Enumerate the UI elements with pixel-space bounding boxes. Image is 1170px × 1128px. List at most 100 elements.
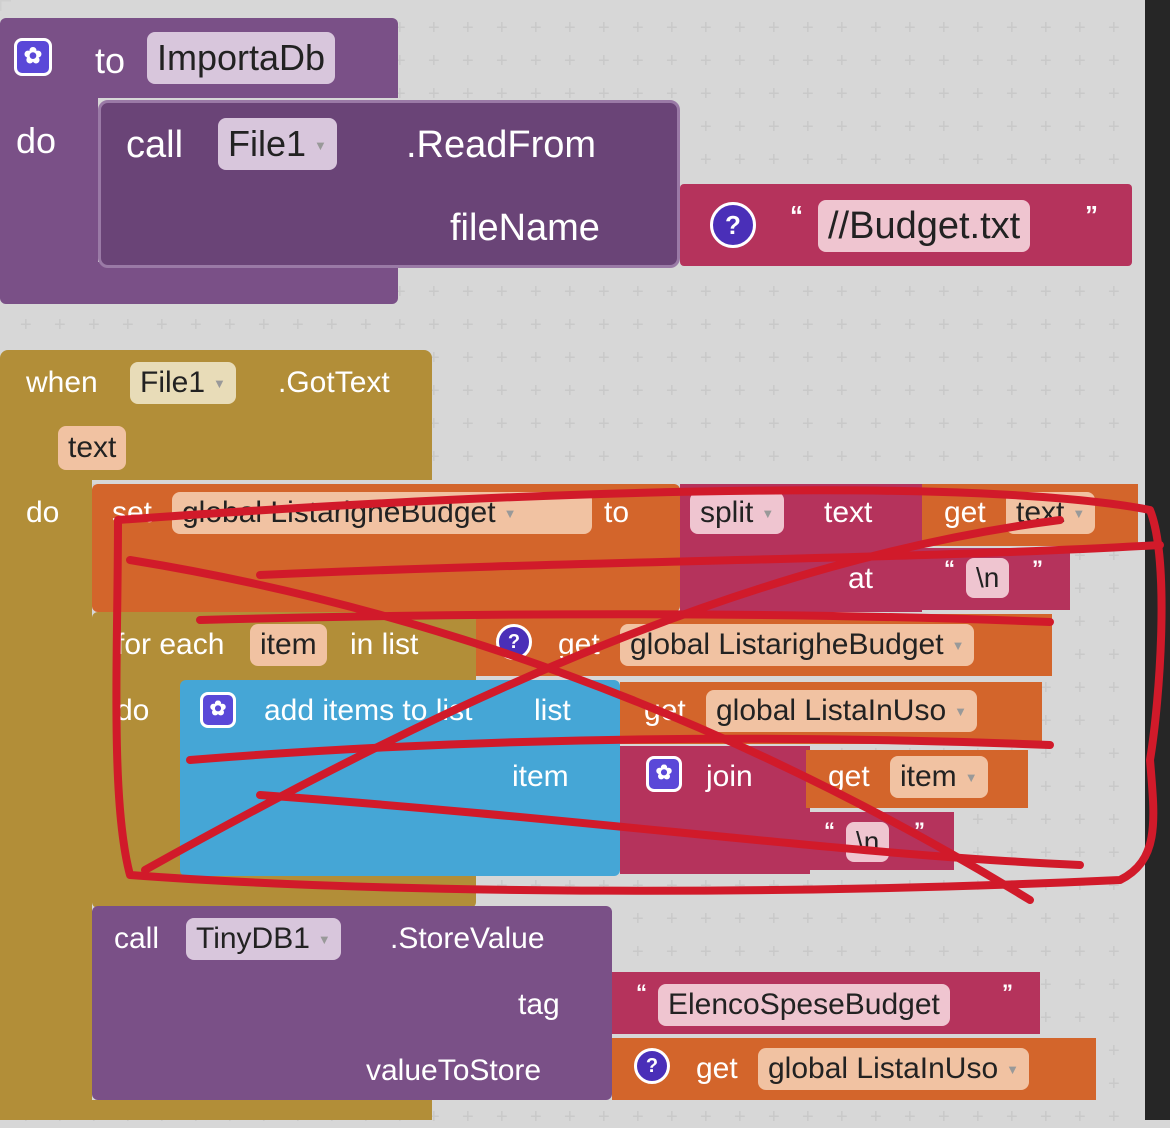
- grid-plus-mark: +: [564, 446, 576, 468]
- grid-plus-mark: +: [870, 875, 882, 897]
- grid-plus-mark: +: [360, 314, 372, 336]
- grid-plus-mark: +: [428, 281, 440, 303]
- at-string-field[interactable]: \n: [966, 558, 1010, 598]
- grid-plus-mark: +: [1040, 281, 1052, 303]
- value-variable-dropdown[interactable]: global ListaInUso▼: [758, 1048, 1030, 1090]
- tag-string-field[interactable]: ElencoSpeseBudget: [658, 984, 950, 1026]
- gear-icon[interactable]: ✿: [14, 38, 52, 76]
- grid-plus-mark: +: [462, 446, 474, 468]
- grid-plus-mark: +: [768, 446, 780, 468]
- grid-plus-mark: +: [1108, 1007, 1120, 1029]
- grid-plus-mark: +: [700, 83, 712, 105]
- grid-plus-mark: +: [1006, 875, 1018, 897]
- grid-plus-mark: +: [768, 1106, 780, 1128]
- grid-plus-mark: +: [496, 314, 508, 336]
- grid-plus-mark: +: [1108, 149, 1120, 171]
- get-item-dropdown[interactable]: item▼: [890, 756, 988, 798]
- grid-plus-mark: +: [938, 149, 950, 171]
- help-icon[interactable]: ?: [710, 202, 756, 248]
- grid-plus-mark: +: [904, 1106, 916, 1128]
- grid-plus-mark: +: [496, 875, 508, 897]
- component-dropdown[interactable]: File1▼: [218, 118, 337, 170]
- grid-plus-mark: +: [428, 380, 440, 402]
- grid-plus-mark: +: [870, 281, 882, 303]
- grid-plus-mark: +: [1040, 776, 1052, 798]
- gear-icon[interactable]: ✿: [646, 756, 682, 792]
- grid-plus-mark: +: [1040, 908, 1052, 930]
- listainuso-dropdown[interactable]: global ListaInUso▼: [706, 690, 978, 732]
- procedure-name-field[interactable]: ImportaDb: [147, 32, 336, 84]
- grid-plus-mark: +: [1040, 1007, 1052, 1029]
- grid-plus-mark: +: [768, 908, 780, 930]
- grid-plus-mark: +: [632, 380, 644, 402]
- gear-icon[interactable]: ✿: [200, 692, 236, 728]
- string-value-field[interactable]: //Budget.txt: [818, 200, 1031, 252]
- event-component-dropdown[interactable]: File1▼: [130, 362, 236, 404]
- grid-plus-mark: +: [530, 314, 542, 336]
- grid-plus-mark: +: [938, 446, 950, 468]
- grid-plus-mark: +: [904, 50, 916, 72]
- method-label: .ReadFrom: [406, 124, 597, 166]
- grid-plus-mark: +: [938, 875, 950, 897]
- grid-plus-mark: +: [564, 281, 576, 303]
- grid-plus-mark: +: [870, 83, 882, 105]
- loop-item-variable[interactable]: item: [250, 624, 327, 666]
- grid-plus-mark: +: [870, 380, 882, 402]
- grid-plus-mark: +: [972, 842, 984, 864]
- call-label: call: [126, 124, 184, 166]
- grid-plus-mark: +: [632, 50, 644, 72]
- grid-plus-mark: +: [1108, 842, 1120, 864]
- grid-plus-mark: +: [258, 314, 270, 336]
- grid-plus-mark: +: [1108, 83, 1120, 105]
- db-component-dropdown[interactable]: TinyDB1▼: [186, 918, 341, 960]
- join-string-field[interactable]: \n: [846, 822, 890, 862]
- grid-plus-mark: +: [564, 17, 576, 39]
- grid-plus-mark: +: [564, 314, 576, 336]
- get-item-var: item: [900, 760, 957, 793]
- grid-plus-mark: +: [904, 380, 916, 402]
- grid-plus-mark: +: [530, 413, 542, 435]
- grid-plus-mark: +: [632, 446, 644, 468]
- set-label: set: [112, 496, 153, 529]
- get-text-dropdown[interactable]: text▼: [1006, 492, 1096, 534]
- call-readfrom-block[interactable]: [98, 100, 680, 268]
- grid-plus-mark: +: [972, 116, 984, 138]
- grid-plus-mark: +: [836, 149, 848, 171]
- grid-plus-mark: +: [836, 83, 848, 105]
- store-value-block[interactable]: [92, 906, 612, 1100]
- grid-plus-mark: +: [836, 281, 848, 303]
- grid-plus-mark: +: [836, 314, 848, 336]
- event-do-label: do: [26, 496, 60, 529]
- grid-plus-mark: +: [802, 281, 814, 303]
- grid-plus-mark: +: [496, 83, 508, 105]
- to-label: to: [604, 496, 630, 529]
- grid-plus-mark: +: [428, 17, 440, 39]
- set-variable-dropdown[interactable]: global ListarigheBudget▼: [172, 492, 592, 534]
- grid-plus-mark: +: [462, 50, 474, 72]
- grid-plus-mark: +: [768, 83, 780, 105]
- for-each-label: for each: [116, 628, 225, 661]
- grid-plus-mark: +: [768, 347, 780, 369]
- help-icon[interactable]: ?: [634, 1048, 670, 1084]
- chevron-down-icon: ▼: [213, 376, 226, 392]
- grid-plus-mark: +: [462, 380, 474, 402]
- grid-plus-mark: +: [666, 941, 678, 963]
- grid-plus-mark: +: [1108, 314, 1120, 336]
- get-text-var: text: [1016, 496, 1065, 529]
- grid-plus-mark: +: [428, 413, 440, 435]
- grid-plus-mark: +: [700, 347, 712, 369]
- help-icon[interactable]: ?: [496, 624, 532, 660]
- list-variable-dropdown[interactable]: global ListarigheBudget▼: [620, 624, 975, 666]
- grid-plus-mark: +: [802, 908, 814, 930]
- grid-plus-mark: +: [462, 347, 474, 369]
- grid-plus-mark: +: [1040, 446, 1052, 468]
- grid-plus-mark: +: [666, 314, 678, 336]
- grid-plus-mark: +: [836, 908, 848, 930]
- split-dropdown[interactable]: split▼: [690, 492, 785, 534]
- event-param-text[interactable]: text: [58, 426, 127, 470]
- workspace-scrollbar[interactable]: [1145, 0, 1170, 1120]
- grid-plus-mark: +: [88, 314, 100, 336]
- grid-plus-mark: +: [530, 281, 542, 303]
- open-quote-icon: “: [790, 200, 803, 230]
- grid-plus-mark: +: [530, 50, 542, 72]
